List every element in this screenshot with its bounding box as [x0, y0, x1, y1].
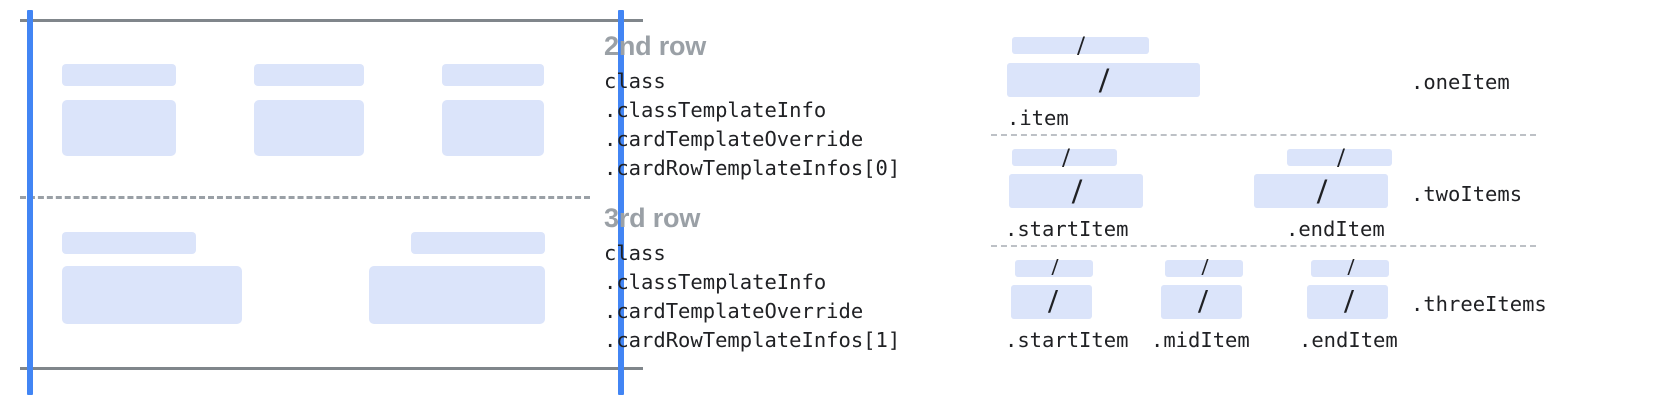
layout-separator [991, 245, 1536, 247]
slash-glyph: / [1051, 255, 1059, 281]
card-frame-left-edge [27, 10, 33, 395]
code-line: .classTemplateInfo [604, 98, 827, 122]
skeleton-body [369, 266, 545, 324]
skeleton-title [62, 232, 196, 254]
code-line: .classTemplateInfo [604, 270, 827, 294]
second-row-heading: 2nd row [604, 31, 707, 61]
code-line: .cardRowTemplateInfos[0] [604, 156, 901, 180]
item-title-bar [1311, 260, 1389, 277]
slash-glyph: / [1077, 30, 1085, 61]
item-title-bar [1012, 149, 1117, 166]
skeleton-body [254, 100, 364, 156]
skeleton-body [442, 100, 544, 156]
item-label: .item [1007, 106, 1069, 130]
layout-group-label: .twoItems [1411, 182, 1523, 206]
skeleton-title [62, 64, 176, 86]
second-row-description: 2nd row class .classTemplateInfo .cardTe… [604, 31, 900, 183]
item-title-bar [1287, 149, 1392, 166]
code-line: .cardTemplateOverride [604, 127, 864, 151]
third-row-description: 3rd row class .classTemplateInfo .cardTe… [604, 203, 900, 355]
card-frame-right-edge [618, 10, 624, 395]
item-label: .endItem [1286, 217, 1385, 241]
item-body-bar [1254, 174, 1388, 208]
skeleton-title [442, 64, 544, 86]
third-row-heading: 3rd row [604, 203, 701, 233]
item-label: .midItem [1151, 328, 1250, 352]
card-frame-top-border [20, 19, 643, 22]
item-body-bar [1011, 285, 1092, 319]
skeleton-title [411, 232, 545, 254]
layout-group-label: .threeItems [1411, 292, 1547, 316]
item-title-bar [1015, 260, 1093, 277]
slash-glyph: / [1071, 171, 1083, 211]
item-body-bar [1307, 285, 1388, 319]
item-body-bar [1009, 174, 1143, 208]
card-row-divider [20, 196, 590, 199]
item-body-bar [1007, 63, 1200, 97]
code-line: class [604, 241, 666, 265]
slash-glyph: / [1316, 171, 1328, 211]
slash-glyph: / [1337, 142, 1345, 173]
slash-glyph: / [1347, 255, 1355, 281]
skeleton-body [62, 100, 176, 156]
skeleton-body [62, 266, 242, 324]
item-title-bar [1165, 260, 1243, 277]
code-line: class [604, 69, 666, 93]
skeleton-title [254, 64, 364, 86]
slash-glyph: / [1098, 60, 1110, 100]
code-line: .cardTemplateOverride [604, 299, 864, 323]
layout-group-label: .oneItem [1411, 70, 1510, 94]
slash-glyph: / [1048, 283, 1058, 320]
card-frame-bottom-border [20, 367, 643, 370]
item-label: .startItem [1005, 217, 1129, 241]
code-line: .cardRowTemplateInfos[1] [604, 328, 901, 352]
slash-glyph: / [1344, 283, 1354, 320]
item-label: .endItem [1299, 328, 1398, 352]
item-title-bar [1012, 37, 1149, 54]
layout-separator [991, 134, 1536, 136]
item-label: .startItem [1005, 328, 1129, 352]
slash-glyph: / [1198, 283, 1208, 320]
slash-glyph: / [1062, 142, 1070, 173]
slash-glyph: / [1201, 255, 1209, 281]
item-body-bar [1161, 285, 1242, 319]
